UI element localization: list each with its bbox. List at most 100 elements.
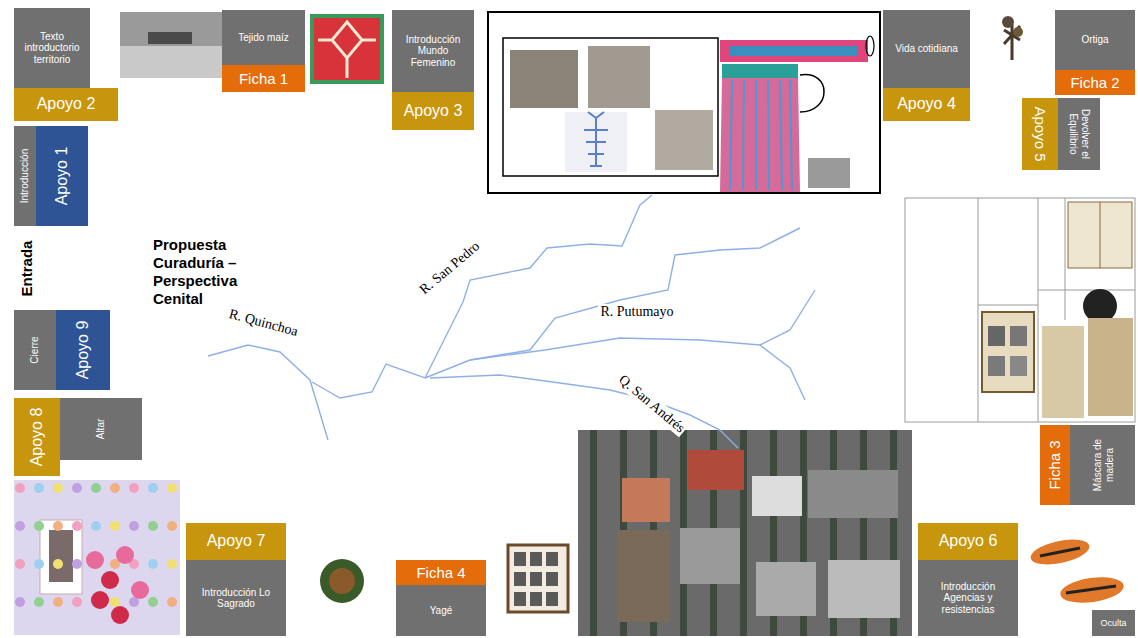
altar-decoration xyxy=(148,483,158,493)
box-text: Apoyo 6 xyxy=(939,532,998,550)
small-photo xyxy=(808,158,850,188)
framed-photo xyxy=(508,545,568,612)
collage-photo xyxy=(688,450,744,490)
panel-box: Yagé xyxy=(396,585,486,636)
collage-photo xyxy=(828,560,900,618)
textile-pattern xyxy=(318,22,376,78)
altar-decoration xyxy=(15,483,25,493)
box-text: Apoyo 8 xyxy=(28,401,46,473)
sheet-tag: Ficha 1 xyxy=(222,65,305,92)
album-photo xyxy=(988,356,1005,376)
book-photo xyxy=(1068,202,1132,268)
collage-photo xyxy=(618,530,670,622)
display-inner-frame xyxy=(503,38,718,176)
altar-flowers xyxy=(131,581,149,599)
box-text: Ficha 2 xyxy=(1070,74,1119,91)
altar-photo xyxy=(14,480,180,635)
altar-decoration xyxy=(53,521,63,531)
altar-decoration xyxy=(15,559,25,569)
symbol-figure xyxy=(584,112,608,166)
pot-photo xyxy=(1083,289,1117,323)
woman-photo xyxy=(588,46,650,108)
sheet-tag: Ficha 2 xyxy=(1055,70,1135,95)
box-text: Oculta xyxy=(1100,618,1126,628)
box-text: Vida cotidiana xyxy=(895,43,958,55)
altar-decoration xyxy=(34,521,44,531)
portrait-photo xyxy=(655,110,713,170)
panel-box: Introducción Lo Sagrado xyxy=(186,560,286,636)
support-tag: Apoyo 7 xyxy=(186,523,286,560)
altar-flowers xyxy=(116,546,134,564)
support-tag: Apoyo 9 xyxy=(56,310,110,390)
collage-photo xyxy=(578,430,912,636)
collage-photo xyxy=(622,478,670,522)
altar-decoration xyxy=(91,521,101,531)
panel-box: Devolver el Equilibrio xyxy=(1058,98,1100,170)
sheet-tag: Ficha 3 xyxy=(1040,425,1070,505)
altar-decoration xyxy=(34,597,44,607)
river-line xyxy=(430,375,738,448)
manuscript-photo xyxy=(1088,318,1133,416)
skirt-stripes xyxy=(730,80,792,190)
altar-decoration xyxy=(148,597,158,607)
river-line xyxy=(208,345,328,440)
sash-pattern xyxy=(730,46,858,56)
altar-decoration xyxy=(91,483,101,493)
album-photo xyxy=(988,326,1005,346)
altar-image xyxy=(49,530,73,582)
river-line xyxy=(760,345,805,400)
box-text: Introducción Mundo Femenino xyxy=(395,34,471,69)
panel-box: Ortiga xyxy=(1055,10,1135,70)
support-tag: Apoyo 1 xyxy=(36,126,88,226)
box-text: Apoyo 4 xyxy=(897,95,956,113)
support-tag: Apoyo 4 xyxy=(883,88,970,121)
altar-decoration xyxy=(53,559,63,569)
box-text: Yagé xyxy=(430,605,453,617)
altar-decoration xyxy=(167,597,177,607)
altar-flowers xyxy=(101,571,119,589)
plan-title: Propuesta Curaduría – Perspectiva Cenita… xyxy=(153,236,257,308)
panel-box: Introducción Agencias y resistencias xyxy=(918,560,1018,636)
food-photo xyxy=(320,559,364,603)
box-text: Introducción Agencias y resistencias xyxy=(921,581,1015,616)
framed-photo-cell xyxy=(514,552,526,566)
altar-decoration xyxy=(110,597,120,607)
box-text: Introducción xyxy=(19,129,31,223)
river-name: R. Putumayo xyxy=(598,304,675,320)
box-text: Apoyo 5 xyxy=(1031,101,1048,167)
collage-photo xyxy=(808,470,898,518)
skirt-band xyxy=(722,64,798,78)
river-line xyxy=(470,290,815,360)
framed-photo-cell xyxy=(530,592,542,606)
altar-flowers xyxy=(86,551,104,569)
box-text: Apoyo 2 xyxy=(37,95,96,113)
showcase-divisions xyxy=(978,198,1135,422)
collage-photo xyxy=(756,562,816,616)
skirt-photo xyxy=(720,78,800,192)
album-photo xyxy=(982,312,1034,392)
support-tag: Apoyo 5 xyxy=(1022,98,1058,170)
altar-decoration xyxy=(53,597,63,607)
panel-box: Altar xyxy=(60,398,142,460)
textile-photo xyxy=(312,16,382,82)
altar-decoration xyxy=(34,483,44,493)
album-photo xyxy=(1010,326,1027,346)
altar-decoration xyxy=(129,483,139,493)
river-name: Q. San Andrés xyxy=(614,370,690,437)
symbol-card xyxy=(565,112,627,172)
panel-box: Vida cotidiana xyxy=(883,10,970,88)
box-text: Ficha 4 xyxy=(416,564,465,581)
panel-box: Tejido maíz xyxy=(222,10,305,65)
altar-decoration xyxy=(72,521,82,531)
altar-decoration xyxy=(148,559,158,569)
group-photo xyxy=(510,50,578,108)
box-text: Ficha 1 xyxy=(239,70,288,87)
box-text: Introducción Lo Sagrado xyxy=(189,587,283,610)
altar-decoration xyxy=(167,483,177,493)
altar-decoration xyxy=(72,597,82,607)
panel-box: Oculta xyxy=(1092,610,1135,636)
altar-decoration xyxy=(53,483,63,493)
support-tag: Apoyo 6 xyxy=(918,523,1018,560)
photo-boat xyxy=(148,32,192,44)
